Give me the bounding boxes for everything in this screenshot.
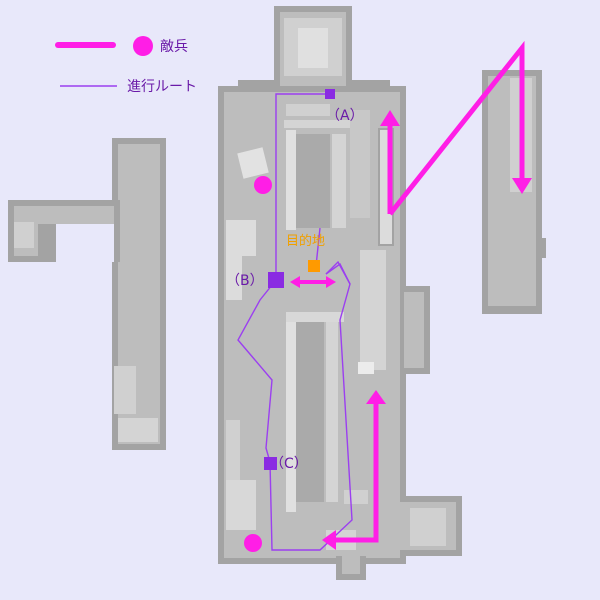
destination-marker — [308, 260, 320, 272]
left-wing-building — [8, 138, 166, 450]
route-legend-label: 進行ルート — [127, 79, 197, 95]
waypoint-a-marker — [325, 89, 335, 99]
enemy-legend-label: 敵兵 — [160, 39, 188, 55]
waypoint-c-label: （C） — [270, 456, 308, 472]
enemy-legend-icon — [133, 36, 153, 56]
enemy-patrol-arrows — [290, 40, 532, 550]
waypoint-c-marker — [264, 457, 277, 470]
waypoint-b-marker — [268, 272, 284, 288]
waypoint-a-label: （A） — [326, 108, 364, 124]
enemy-marker — [254, 176, 272, 194]
main-building — [218, 6, 462, 580]
right-wing-building — [482, 70, 546, 314]
enemy-marker — [244, 534, 262, 552]
destination-label: 目的地 — [286, 233, 325, 249]
waypoint-b-label: （B） — [226, 273, 264, 289]
legend: 敵兵 進行ルート — [55, 36, 197, 95]
